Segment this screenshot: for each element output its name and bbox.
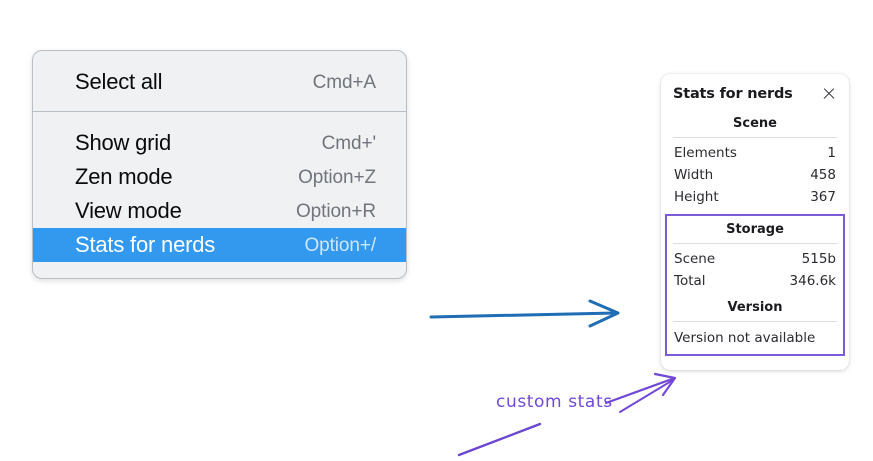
section-rule — [673, 137, 837, 138]
menu-item-shortcut: Cmd+A — [312, 71, 376, 93]
menu-item-view-mode[interactable]: View mode Option+R — [33, 194, 406, 228]
stat-key: Scene — [674, 251, 716, 267]
stat-value: 458 — [810, 167, 836, 183]
purple-arrow-to-region — [604, 372, 677, 413]
stat-value: 515b — [801, 251, 836, 267]
stat-row-width: Width 458 — [671, 164, 839, 186]
stat-key: Total — [674, 273, 706, 289]
stat-key: Elements — [674, 145, 737, 161]
annotation-label-custom-stats: custom stats — [496, 392, 613, 412]
section-rule — [673, 321, 837, 322]
stat-row-storage-scene: Scene 515b — [671, 248, 839, 270]
menu-item-label: Show grid — [75, 130, 172, 155]
stats-panel-header: Stats for nerds — [671, 86, 839, 102]
version-section-heading: Version — [727, 300, 783, 315]
menu-item-label: Select all — [75, 69, 163, 94]
stats-panel-title: Stats for nerds — [673, 86, 793, 102]
menu-item-stats-for-nerds[interactable]: Stats for nerds Option+/ — [33, 228, 406, 262]
stat-row-elements: Elements 1 — [671, 142, 839, 164]
stat-key: Height — [674, 189, 719, 205]
menu-item-shortcut: Option+Z — [298, 166, 376, 188]
stat-row-storage-total: Total 346.6k — [671, 270, 839, 292]
close-icon[interactable] — [821, 86, 837, 102]
menu-item-show-grid[interactable]: Show grid Cmd+' — [33, 126, 406, 160]
scene-section-heading: Scene — [733, 116, 777, 131]
canvas-context-menu[interactable]: Select all Cmd+A Show grid Cmd+' Zen mod… — [32, 50, 407, 279]
purple-underline-stroke — [457, 422, 542, 457]
menu-item-zen-mode[interactable]: Zen mode Option+Z — [33, 160, 406, 194]
storage-section-heading: Storage — [726, 222, 784, 237]
stat-row-height: Height 367 — [671, 186, 839, 208]
menu-item-label: Zen mode — [75, 164, 173, 189]
stat-value: 346.6k — [789, 273, 836, 289]
section-rule — [673, 243, 837, 244]
menu-section-2: Show grid Cmd+' Zen mode Option+Z View m… — [33, 112, 406, 278]
stat-key: Width — [674, 167, 714, 183]
stats-for-nerds-panel: Stats for nerds Scene Elements 1 Width 4… — [661, 74, 849, 370]
menu-item-label: Stats for nerds — [75, 232, 216, 257]
menu-item-label: View mode — [75, 198, 182, 223]
stat-value: 1 — [827, 145, 836, 161]
stat-value: 367 — [810, 189, 836, 205]
menu-divider — [33, 111, 406, 112]
menu-item-shortcut: Option+R — [296, 200, 376, 222]
menu-section-1: Select all Cmd+A — [33, 51, 406, 111]
version-text: Version not available — [674, 330, 816, 346]
menu-item-shortcut: Cmd+' — [321, 132, 376, 154]
custom-stats-highlight-region: Storage Scene 515b Total 346.6k Version … — [665, 214, 845, 356]
menu-item-select-all[interactable]: Select all Cmd+A — [33, 65, 406, 99]
blue-arrow — [429, 299, 620, 328]
menu-item-shortcut: Option+/ — [304, 234, 376, 256]
